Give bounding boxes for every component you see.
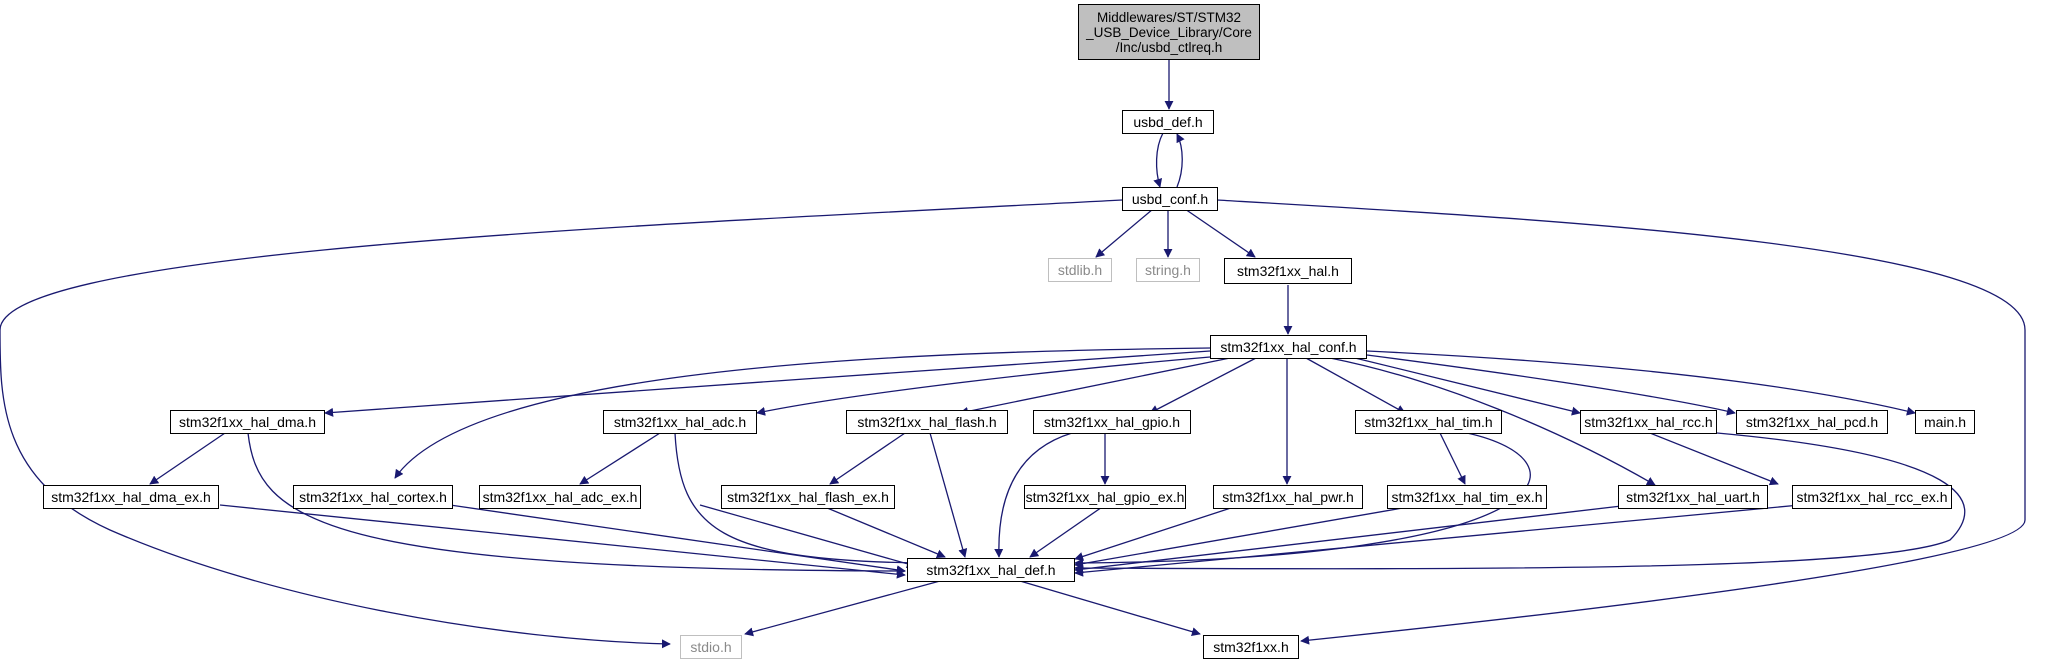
node-stdio: stdio.h xyxy=(680,635,742,659)
node-stm32f1xx-hal-gpio[interactable]: stm32f1xx_hal_gpio.h xyxy=(1033,410,1191,434)
node-stm32f1xx-hal-uart[interactable]: stm32f1xx_hal_uart.h xyxy=(1618,485,1768,509)
edge-hal-conf-main xyxy=(1366,350,1916,416)
node-stm32f1xx-hal-rcc-ex[interactable]: stm32f1xx_hal_rcc_ex.h xyxy=(1792,485,1952,509)
node-stm32f1xx[interactable]: stm32f1xx.h xyxy=(1203,635,1299,659)
node-stm32f1xx-hal-adc[interactable]: stm32f1xx_hal_adc.h xyxy=(603,410,757,434)
node-stdlib: stdlib.h xyxy=(1048,258,1112,282)
edge-hal-conf-tim xyxy=(1305,357,1406,414)
edge-usbd-conf-stdio xyxy=(0,199,1123,649)
edge-adc-ex-hal-def xyxy=(699,504,916,569)
edge-gpio-hal-def xyxy=(994,432,1073,558)
edge-hal-conf-cortex xyxy=(394,347,1211,479)
node-stm32f1xx-hal[interactable]: stm32f1xx_hal.h xyxy=(1224,258,1352,284)
edge-rcc-hal-def xyxy=(1074,432,1966,573)
node-usbd-conf[interactable]: usbd_conf.h xyxy=(1122,187,1218,211)
edge-hal-conf-uart xyxy=(1329,357,1656,486)
edge-usbd-def-usbd-conf xyxy=(1153,132,1164,188)
edge-adc-hal-def xyxy=(674,432,921,568)
edge-rcc-rcc-ex xyxy=(1649,432,1779,486)
edge-hal-conf-dma xyxy=(324,350,1211,417)
edge-flash-flash-ex xyxy=(829,432,906,485)
edge-hal-conf-adc xyxy=(756,356,1211,416)
node-stm32f1xx-hal-def[interactable]: stm32f1xx_hal_def.h xyxy=(907,558,1075,582)
node-stm32f1xx-hal-dma[interactable]: stm32f1xx_hal_dma.h xyxy=(170,410,325,434)
edge-rcc-ex-hal-def xyxy=(1074,504,1801,577)
node-stm32f1xx-hal-gpio-ex[interactable]: stm32f1xx_hal_gpio_ex.h xyxy=(1024,485,1186,509)
edge-gpio-ex-hal-def xyxy=(1029,504,1106,558)
node-stm32f1xx-hal-tim-ex[interactable]: stm32f1xx_hal_tim_ex.h xyxy=(1387,485,1547,509)
edge-hal-conf-gpio xyxy=(1149,357,1257,414)
edge-tim-tim-ex xyxy=(1439,432,1466,485)
edge-uart-hal-def xyxy=(1074,504,1631,574)
edge-dma-dma-ex xyxy=(149,432,226,485)
node-stm32f1xx-hal-flash[interactable]: stm32f1xx_hal_flash.h xyxy=(846,410,1008,434)
node-string: string.h xyxy=(1136,258,1200,282)
edge-tim-ex-hal-def xyxy=(1074,504,1421,569)
edge-dma-ex-hal-def xyxy=(219,504,906,579)
edge-flash-hal-def xyxy=(929,432,968,558)
node-stm32f1xx-hal-conf[interactable]: stm32f1xx_hal_conf.h xyxy=(1210,335,1367,359)
node-stm32f1xx-hal-pcd[interactable]: stm32f1xx_hal_pcd.h xyxy=(1736,410,1888,434)
edge-hal-def-stdio xyxy=(744,580,941,637)
node-main[interactable]: main.h xyxy=(1915,410,1975,434)
node-stm32f1xx-hal-adc-ex[interactable]: stm32f1xx_hal_adc_ex.h xyxy=(479,485,641,509)
edge-hal-conf-pcd xyxy=(1366,354,1736,416)
node-stm32f1xx-hal-flash-ex[interactable]: stm32f1xx_hal_flash_ex.h xyxy=(721,485,895,509)
edge-dma-hal-def xyxy=(247,432,906,576)
edge-hal-def-stm32f1xx xyxy=(1019,580,1201,637)
node-root: Middlewares/ST/STM32 _USB_Device_Library… xyxy=(1078,4,1260,60)
edge-hal-conf-flash xyxy=(959,357,1231,416)
edge-usbd-conf-usbd-def xyxy=(1176,133,1185,188)
edge-usbd-conf-hal xyxy=(1184,208,1256,258)
edge-cortex-hal-def xyxy=(449,504,906,575)
node-stm32f1xx-hal-pwr[interactable]: stm32f1xx_hal_pwr.h xyxy=(1213,485,1363,509)
node-stm32f1xx-hal-cortex[interactable]: stm32f1xx_hal_cortex.h xyxy=(293,485,453,509)
edge-pwr-hal-def xyxy=(1074,504,1241,561)
edge-adc-adc-ex xyxy=(579,432,661,485)
edge-flash-ex-hal-def xyxy=(819,504,946,559)
edge-hal-conf-rcc xyxy=(1354,357,1581,416)
node-usbd-def[interactable]: usbd_def.h xyxy=(1122,110,1214,134)
node-stm32f1xx-hal-rcc[interactable]: stm32f1xx_hal_rcc.h xyxy=(1580,410,1717,434)
edge-usbd-conf-stdlib xyxy=(1095,208,1154,258)
edge-usbd-conf-stm32f1xx xyxy=(1216,199,2026,645)
node-stm32f1xx-hal-tim[interactable]: stm32f1xx_hal_tim.h xyxy=(1355,410,1502,434)
node-stm32f1xx-hal-dma-ex[interactable]: stm32f1xx_hal_dma_ex.h xyxy=(43,485,219,509)
